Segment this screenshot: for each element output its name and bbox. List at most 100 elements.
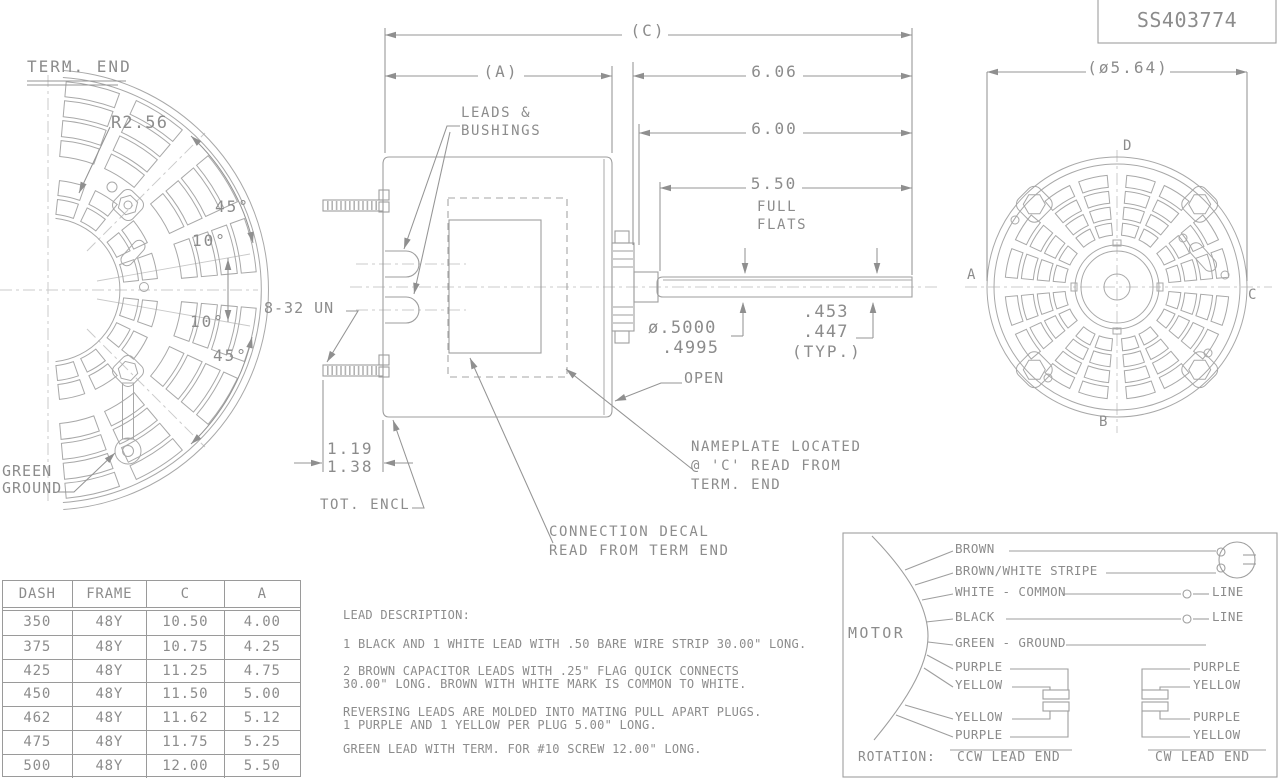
angle-10-upper-label: 10° [192, 231, 227, 250]
table-cell: 12.00 [147, 753, 225, 778]
table-cell: 5.25 [224, 729, 300, 754]
ground-label-line2: GROUND [2, 479, 63, 497]
table-cell: 48Y [72, 682, 148, 707]
column-header: DASH [3, 581, 73, 608]
lead-description-paragraph: GREEN LEAD WITH TERM. FOR #10 SCREW 12.0… [343, 742, 702, 756]
title-box [1097, 0, 1277, 44]
table-cell: 375 [3, 634, 73, 659]
table-cell: 11.75 [147, 729, 225, 754]
decal-note-line1: CONNECTION DECAL [549, 524, 710, 540]
stud-len-min: 1.19 [327, 439, 374, 458]
table-cell: 4.25 [224, 634, 300, 659]
full-flats-line1: FULL [757, 199, 798, 215]
ccw-yellow-top-label: YELLOW [955, 677, 1003, 692]
shaft-end-view-linework [986, 156, 1248, 418]
leads-bushings-line2: BUSHINGS [461, 123, 542, 139]
shaft-dia-lower: .4995 [662, 338, 720, 358]
dim-a-label: (A) [483, 62, 519, 81]
cw-yellow-top-label: YELLOW [1193, 677, 1241, 692]
motor-label: MOTOR [848, 624, 906, 642]
cw-lead-end-label: CW LEAD END [1155, 750, 1250, 765]
ccw-purple-bottom-label: PURPLE [955, 727, 1003, 742]
full-flats-line2: FLATS [757, 217, 808, 233]
lead-black-label: BLACK [955, 609, 995, 624]
dim-dia-564-label: (ø5.64) [1087, 58, 1169, 77]
nameplate-note-line3: TERM. END [691, 477, 782, 493]
table-cell: 4.75 [224, 658, 300, 683]
ccw-lead-end-label: CCW LEAD END [957, 750, 1061, 765]
shaft-dia-upper: ø.5000 [648, 318, 717, 338]
table-cell: 475 [3, 729, 73, 754]
table-cell: 48Y [72, 706, 148, 730]
table-cell: 462 [3, 706, 73, 730]
lead-description-paragraph: REVERSING LEADS ARE MOLDED INTO MATING P… [343, 705, 762, 732]
angle-45-upper-label: 45° [215, 197, 250, 216]
stud-len-max: 1.38 [327, 457, 374, 476]
column-header: FRAME [72, 581, 148, 608]
point-a-label: A [967, 267, 978, 283]
table-cell: 450 [3, 682, 73, 707]
table-cell: 48Y [72, 729, 148, 754]
angle-10-lower-label: 10° [190, 312, 225, 331]
leads-bushings-line1: LEADS & [461, 105, 532, 121]
table-cell: 350 [3, 611, 73, 635]
table-header-divider [3, 608, 300, 611]
centerlines [0, 75, 1272, 502]
tot-encl-label: TOT. ENCL [320, 497, 411, 513]
decal-note-line2: READ FROM TERM END [549, 543, 730, 559]
dim-550-label: 5.50 [750, 174, 798, 193]
table-cell: 48Y [72, 753, 148, 778]
lead-description-title: LEAD DESCRIPTION: [343, 608, 471, 622]
dimension-lines [27, 28, 1248, 544]
wiring-diagram-linework [842, 532, 1278, 778]
flat-dim-lower: .447 [803, 322, 849, 342]
line-terminal-bottom-label: LINE [1212, 609, 1244, 624]
flat-dim-typ: (TYP.) [792, 342, 862, 361]
lead-green-ground-label: GREEN - GROUND [955, 635, 1066, 650]
cw-purple-top-label: PURPLE [1193, 659, 1241, 674]
lead-brown-white-label: BROWN/WHITE STRIPE [955, 563, 1098, 578]
dim-c-label: (C) [630, 21, 666, 40]
stud-thread-label: 8-32 UN [264, 299, 335, 317]
arrowheads [79, 31, 1247, 467]
table-cell: 10.50 [147, 611, 225, 635]
lead-description-paragraph: 2 BROWN CAPACITOR LEADS WITH .25" FLAG Q… [343, 664, 747, 691]
point-d-label: D [1123, 138, 1134, 154]
ground-label-line1: GREEN [2, 462, 53, 480]
point-b-label: B [1099, 414, 1110, 430]
table-cell: 48Y [72, 634, 148, 659]
table-cell: 5.50 [224, 753, 300, 778]
table-cell: 48Y [72, 658, 148, 683]
point-c-label: C [1248, 287, 1259, 303]
table-cell: 425 [3, 658, 73, 683]
table-cell: 48Y [73, 611, 148, 635]
nameplate-note-line2: @ 'C' READ FROM [691, 458, 842, 474]
table-cell: 5.12 [224, 706, 300, 730]
line-terminal-top-label: LINE [1212, 584, 1244, 599]
table-cell: 4.00 [243, 614, 281, 630]
ccw-purple-top-label: PURPLE [955, 659, 1003, 674]
table-cell: 10.75 [147, 634, 225, 659]
lead-description-paragraph: 1 BLACK AND 1 WHITE LEAD WITH .50 BARE W… [343, 637, 807, 651]
ccw-yellow-bottom-label: YELLOW [955, 709, 1003, 724]
flat-dim-upper: .453 [803, 302, 849, 322]
cw-yellow-bottom-label: YELLOW [1193, 727, 1241, 742]
rotation-label: ROTATION: [858, 750, 936, 765]
table-cell: 11.25 [147, 658, 225, 683]
table-cell: 11.50 [147, 682, 225, 707]
part-number: SS403774 [1136, 8, 1238, 32]
table-cell: 5.00 [224, 682, 300, 706]
table-cell: 11.62 [147, 706, 225, 730]
dim-606-label: 6.06 [751, 62, 798, 81]
lead-white-common-label: WHITE - COMMON [955, 584, 1066, 599]
side-view-linework [322, 156, 913, 418]
cw-purple-bottom-label: PURPLE [1193, 709, 1241, 724]
